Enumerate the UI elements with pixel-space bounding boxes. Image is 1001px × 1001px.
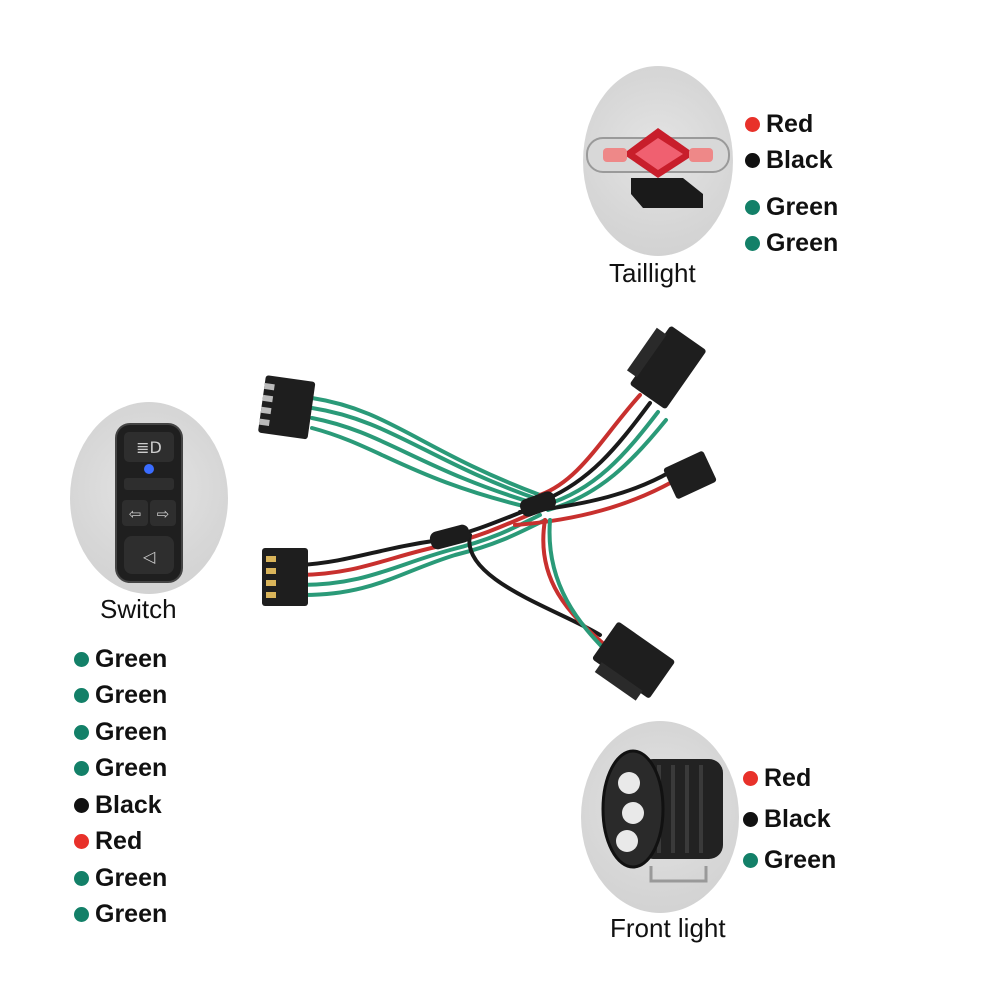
list-item: Black xyxy=(743,799,836,840)
list-item: Black xyxy=(74,787,167,824)
wire xyxy=(310,396,542,497)
wire xyxy=(538,393,642,497)
taillight-icon xyxy=(586,128,730,208)
list-item: Red xyxy=(74,824,167,861)
wire-label: Red xyxy=(766,109,814,138)
wire-label: Green xyxy=(95,900,168,929)
wire-label: Green xyxy=(95,863,168,892)
wire-label: Green xyxy=(95,681,168,710)
front-light-wire-legend: Red Black Green xyxy=(743,758,836,881)
wire-color-dot xyxy=(745,153,760,169)
svg-text:≣D: ≣D xyxy=(136,438,162,457)
connector-4pin-top-left xyxy=(258,375,316,440)
wire xyxy=(541,518,607,647)
taillight-wire-legend: Red Black Green Green xyxy=(745,106,838,262)
wire xyxy=(543,401,652,502)
junction-sleeve xyxy=(429,524,471,550)
list-item: Green xyxy=(74,751,167,788)
wire-label: Green xyxy=(95,717,168,746)
switch-circle: ≣D ⇦ ⇨ ◁ xyxy=(70,402,228,594)
wire-label: Black xyxy=(764,805,831,833)
list-item: Red xyxy=(745,106,838,143)
svg-text:◁: ◁ xyxy=(142,547,156,566)
wire xyxy=(513,480,674,527)
svg-text:⇦: ⇦ xyxy=(129,505,142,523)
wire-label: Green xyxy=(764,846,837,874)
wire xyxy=(298,503,542,567)
wire-color-dot xyxy=(74,688,89,704)
wire-label: Red xyxy=(764,764,812,792)
wire-color-dot xyxy=(74,797,89,813)
wire xyxy=(310,426,542,512)
connector-4pin-bottom-left xyxy=(262,548,308,606)
wire-label: Green xyxy=(95,754,168,783)
list-item: Green xyxy=(74,860,167,897)
wire xyxy=(298,513,542,587)
wire-color-dot xyxy=(74,870,89,886)
wire-label: Black xyxy=(766,146,833,175)
taillight-caption: Taillight xyxy=(609,258,696,288)
list-item: Green xyxy=(74,897,167,934)
wire xyxy=(543,410,660,507)
wire-color-dot xyxy=(745,236,760,252)
wire-color-dot xyxy=(745,199,760,215)
list-item: Green xyxy=(74,714,167,751)
wire-color-dot xyxy=(743,771,758,786)
wire xyxy=(547,518,612,657)
junction-sleeve xyxy=(519,491,557,517)
svg-text:⇨: ⇨ xyxy=(157,505,170,523)
wire-color-dot xyxy=(74,651,89,667)
wire xyxy=(546,418,668,512)
list-item: Green xyxy=(743,840,836,881)
wire xyxy=(298,518,547,598)
front-light-caption: Front light xyxy=(610,913,726,943)
wire-label: Black xyxy=(95,790,162,819)
headlight-icon xyxy=(601,749,723,883)
wire-color-dot xyxy=(743,812,758,827)
switch-caption: Switch xyxy=(100,594,177,624)
wire-color-dot xyxy=(74,834,89,850)
wire-color-dot xyxy=(74,761,89,777)
taillight-circle xyxy=(583,66,733,256)
list-item: Green xyxy=(74,678,167,715)
wire-color-dot xyxy=(74,907,89,923)
switch-wire-legend: Green Green Green Green Black Red Green … xyxy=(74,641,167,933)
front-light-circle xyxy=(581,721,739,913)
list-item: Green xyxy=(745,189,838,226)
wire xyxy=(310,406,542,502)
wire-label: Green xyxy=(95,644,168,673)
list-item: Black xyxy=(745,143,838,180)
wire-label: Green xyxy=(766,229,839,258)
wire-color-dot xyxy=(74,724,89,740)
wire xyxy=(310,416,542,507)
list-item: Green xyxy=(745,226,838,263)
wire-color-dot xyxy=(743,853,758,868)
wire-label: Red xyxy=(95,827,143,856)
list-item: Red xyxy=(743,758,836,799)
list-item: Green xyxy=(74,641,167,678)
connector-taillight xyxy=(626,326,706,409)
wire-color-dot xyxy=(745,116,760,132)
connector-front-light xyxy=(592,622,675,701)
handlebar-switch-icon: ≣D ⇦ ⇨ ◁ xyxy=(115,423,183,583)
wire-label: Green xyxy=(766,192,839,221)
connector-2pin-right xyxy=(663,451,717,499)
